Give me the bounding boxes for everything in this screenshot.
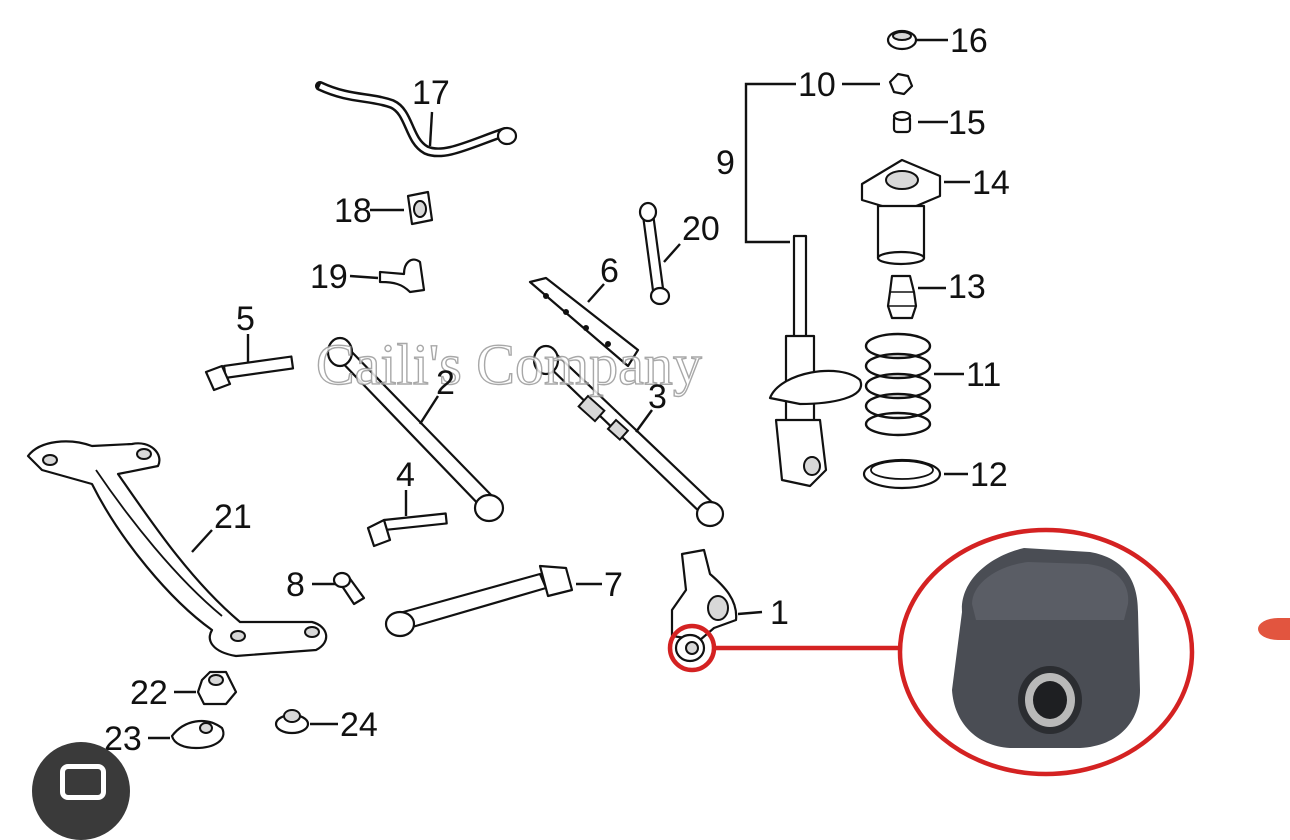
label-12: 12 [970, 456, 1008, 494]
label-16: 16 [950, 22, 988, 60]
label-5: 5 [236, 300, 255, 338]
bolt-4 [366, 512, 448, 548]
label-18: 18 [334, 192, 372, 230]
lateral-arm-3 [532, 344, 725, 528]
label-8: 8 [286, 566, 305, 604]
stabilizer-link-20 [638, 201, 671, 306]
carrier-knuckle-1 [670, 548, 738, 663]
label-14: 14 [972, 164, 1010, 202]
label-13: 13 [948, 268, 986, 306]
stabilizer-bracket [378, 258, 426, 294]
suspension-exploded-diagram: Caili's Company 1 2 3 4 5 6 7 8 9 10 11 … [26, 22, 1195, 777]
nut-10 [888, 72, 914, 96]
bracket-23 [170, 719, 225, 750]
dust-cap-16 [886, 29, 918, 51]
label-21: 21 [214, 498, 252, 536]
bushing-22 [196, 670, 238, 706]
label-22: 22 [130, 674, 168, 712]
label-20: 20 [682, 210, 720, 248]
label-19: 19 [310, 258, 348, 296]
camera-icon[interactable] [32, 742, 130, 840]
trailing-arm-7 [384, 564, 574, 638]
stabilizer-bushing [406, 190, 434, 226]
strut-assembly-9 [768, 234, 863, 488]
strut-mount-14 [860, 158, 942, 266]
label-11: 11 [966, 356, 1001, 394]
label-24: 24 [340, 706, 378, 744]
bump-stopper-13 [886, 274, 918, 320]
coil-spring-11 [864, 332, 932, 437]
label-9: 9 [716, 144, 735, 182]
highlight-callout [667, 527, 1195, 777]
stabilizer-bar [315, 81, 518, 158]
watermark-text: Caili's Company [316, 332, 702, 397]
label-2: 2 [436, 364, 455, 402]
arrow-edge-icon [1258, 618, 1290, 640]
lateral-arm-2 [326, 336, 505, 523]
bushing-15 [892, 110, 912, 134]
label-6: 6 [600, 252, 619, 290]
bushing-photo [952, 548, 1140, 748]
bolt-5 [204, 355, 295, 392]
part-labels: 1 2 3 4 5 6 7 8 9 10 11 12 13 14 15 16 1… [104, 22, 1010, 758]
label-10: 10 [798, 66, 836, 104]
camera-glyph [60, 764, 106, 800]
label-17: 17 [412, 74, 450, 112]
suspension-member-21 [26, 440, 328, 658]
label-7: 7 [604, 566, 623, 604]
bushing-24 [274, 709, 310, 735]
spring-insulator-12 [862, 458, 942, 490]
label-15: 15 [948, 104, 986, 142]
reinforcement-plate-6 [528, 276, 640, 368]
label-1: 1 [770, 594, 789, 632]
label-3: 3 [648, 378, 667, 416]
label-4: 4 [396, 456, 415, 494]
bolt-8 [332, 571, 366, 606]
leader-lines [148, 38, 970, 740]
